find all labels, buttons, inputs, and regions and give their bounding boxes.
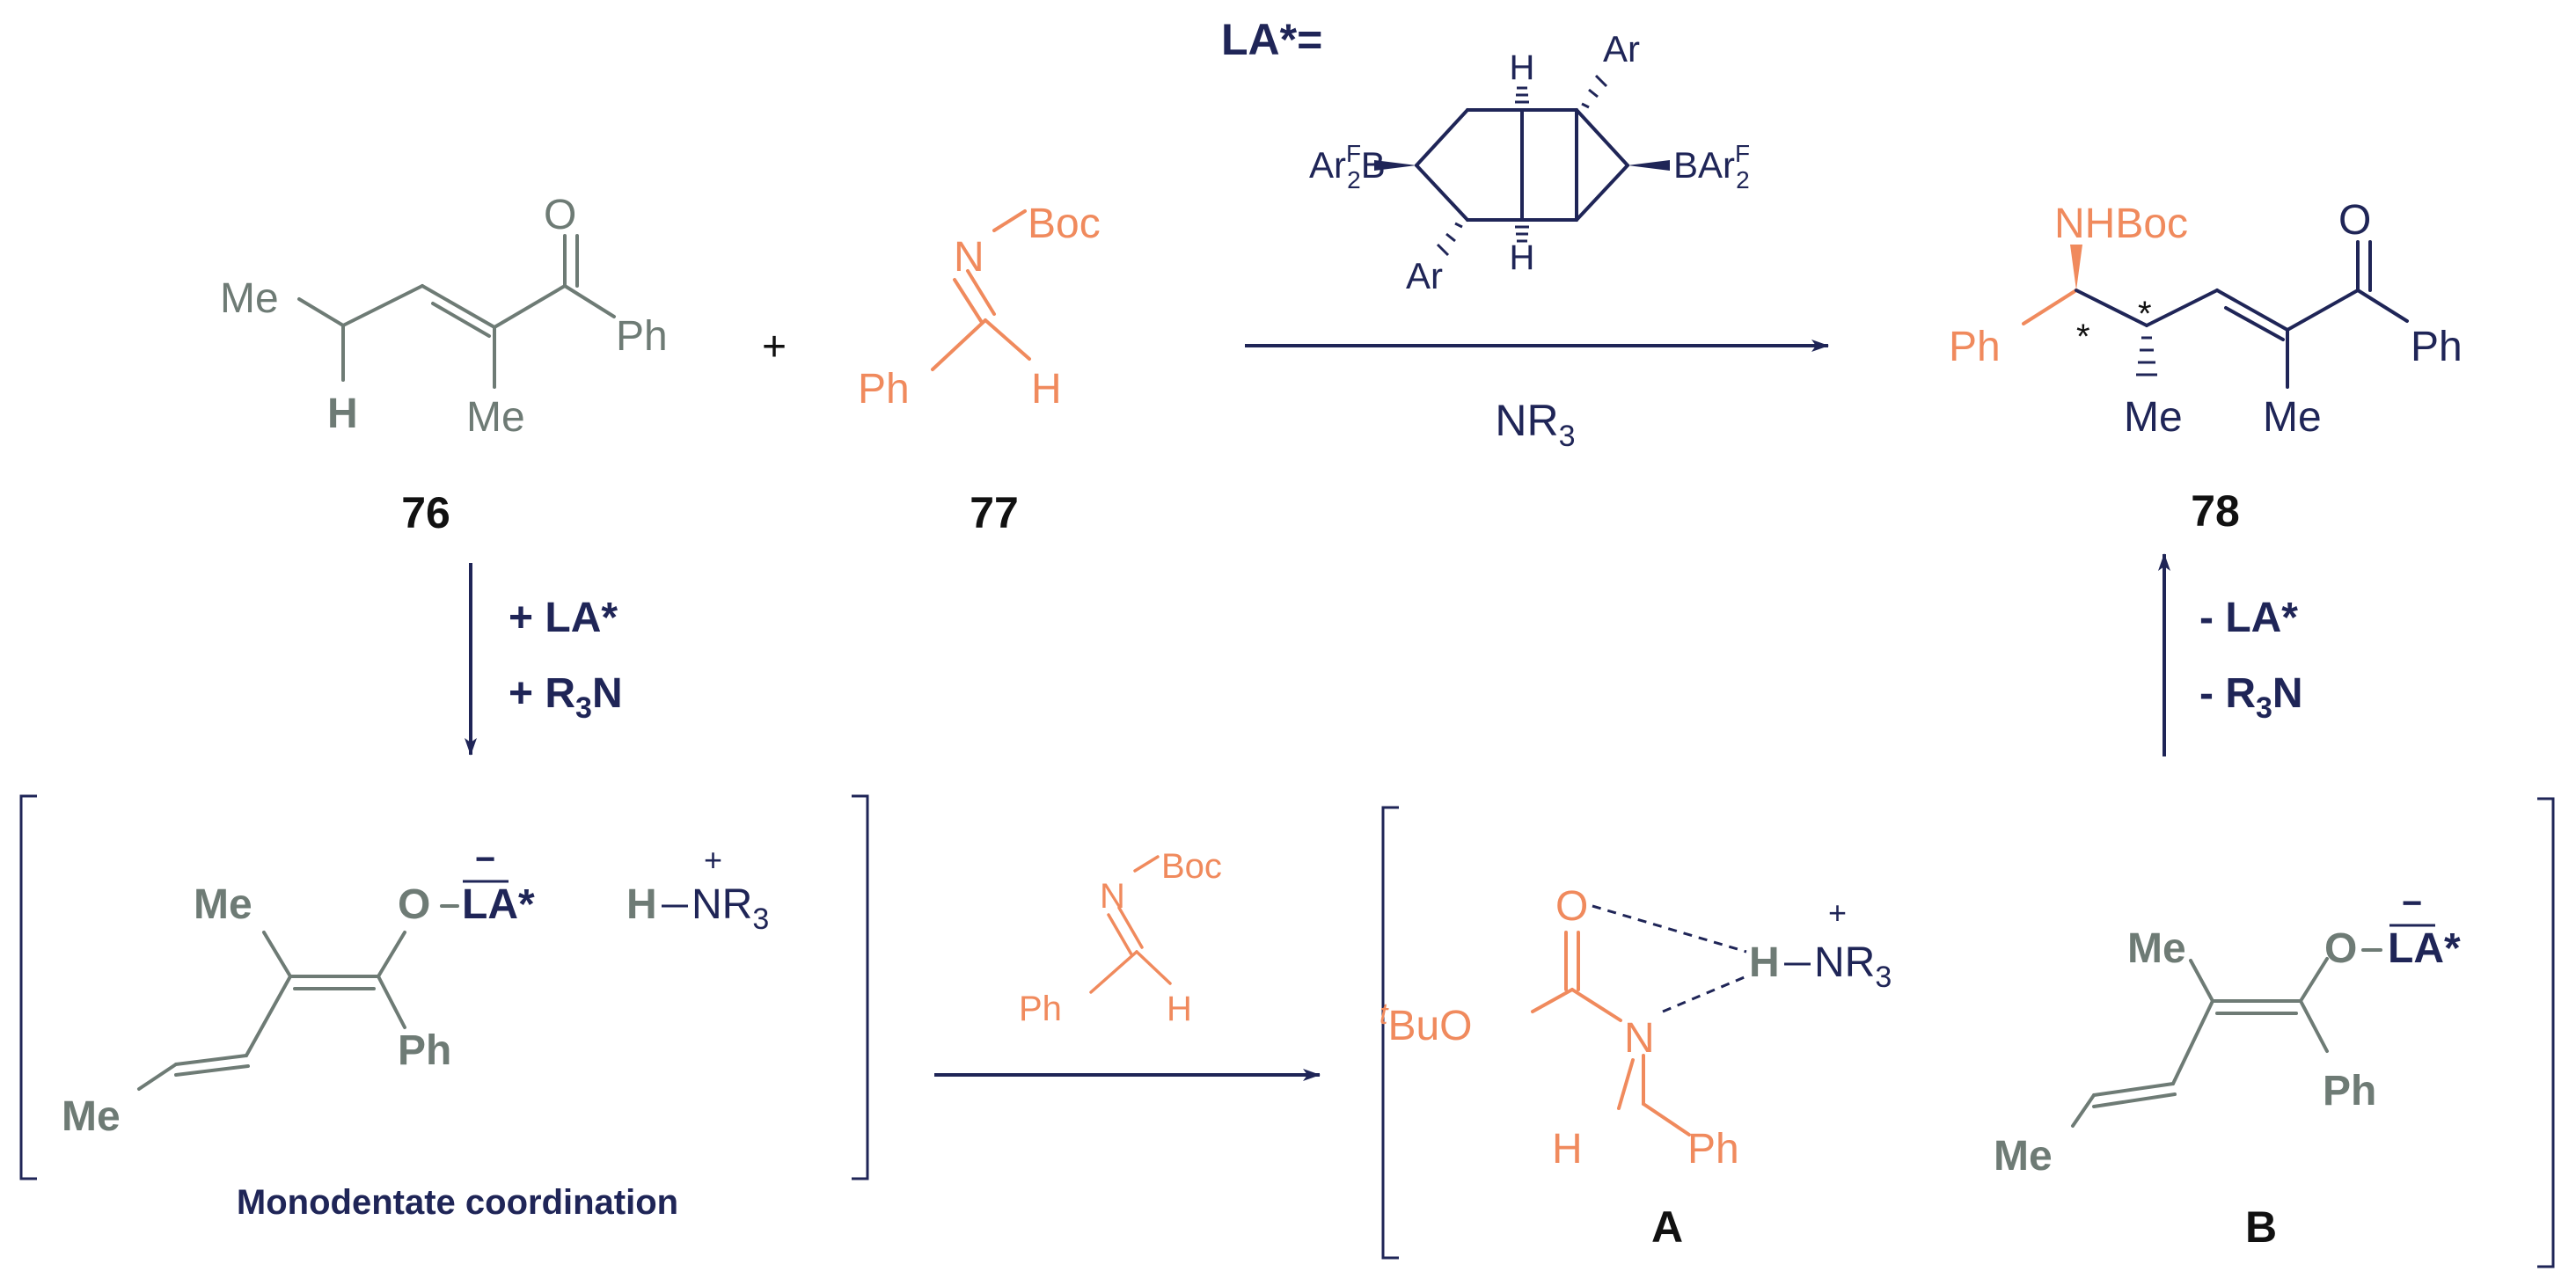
compound-77: N Boc Ph H 77	[858, 201, 1101, 537]
c77-H: H	[1031, 366, 1062, 413]
plus-sign: +	[762, 324, 787, 370]
catalyst-structure: LA*=	[1221, 15, 1750, 296]
c76-O: O	[544, 192, 576, 238]
catalyst-label: LA*=	[1221, 15, 1322, 64]
c78-NHBoc: NHBoc	[2054, 201, 2188, 247]
int-left-caption: Monodentate coordination	[237, 1183, 678, 1222]
int-left-H: H	[626, 881, 657, 928]
c77-Ph: Ph	[858, 366, 910, 413]
c78-star-2: *	[2138, 295, 2152, 333]
c78-number: 78	[2191, 486, 2240, 536]
intermediates-A-B: O tBuO N H Ph H + NR3 A	[1379, 797, 2555, 1268]
right-up-arrow: - LA* - R3N	[2158, 553, 2303, 756]
int-A-label: A	[1651, 1202, 1683, 1252]
top-reaction-arrow: NR3	[1245, 340, 1829, 453]
c76-H: H	[327, 391, 358, 437]
right-arrow-line2: - R3N	[2199, 670, 2303, 725]
c76-Ph: Ph	[616, 313, 668, 360]
right-arrow-line1: - LA*	[2199, 595, 2298, 641]
int-B-Ph: Ph	[2323, 1068, 2376, 1114]
left-arrow-line1: + LA*	[509, 595, 618, 641]
int-left-Me-top: Me	[194, 881, 252, 928]
catalyst-Ar-top: Ar	[1603, 28, 1640, 69]
c77-N: N	[954, 234, 984, 281]
c78-O: O	[2338, 197, 2371, 244]
int-left-LA: LA*	[462, 881, 535, 928]
c76-Me-bottom: Me	[466, 394, 525, 441]
int-B-label: B	[2245, 1202, 2277, 1252]
intermediate-monodentate: Me O − LA* H + NR3 Ph Me Monodentate coo…	[19, 794, 869, 1222]
catalyst-H-top: H	[1510, 48, 1535, 87]
compound-78: NHBoc Ph * * Me Me O Ph 78	[1949, 197, 2463, 536]
mid-imine-N: N	[1100, 877, 1125, 916]
int-B-Me-bottom: Me	[1994, 1133, 2053, 1180]
mid-imine-Ph: Ph	[1019, 990, 1062, 1028]
c77-number: 77	[970, 488, 1019, 537]
c78-star-1: *	[2076, 318, 2090, 356]
int-B-O: O	[2324, 925, 2357, 972]
intermediate-A: O tBuO N H Ph H + NR3 A	[1379, 883, 1892, 1252]
int-B-Me-top: Me	[2127, 925, 2186, 972]
int-left-minus: −	[475, 840, 495, 879]
int-A-plus: +	[1828, 895, 1847, 931]
catalyst-H-bottom: H	[1510, 238, 1535, 277]
c77-Boc: Boc	[1028, 201, 1101, 247]
c76-number: 76	[401, 488, 450, 537]
c76-Me-left: Me	[220, 275, 279, 322]
int-B-minus: −	[2402, 884, 2422, 923]
top-arrow-reagent: NR3	[1495, 396, 1575, 453]
int-A-N: N	[1624, 1015, 1655, 1062]
int-A-tBuO: tBuO	[1379, 997, 1473, 1049]
c78-Me-2: Me	[2263, 394, 2322, 441]
mid-imine-Boc: Boc	[1161, 847, 1222, 886]
int-left-plus: +	[704, 842, 722, 878]
catalyst-Ar-bottom: Ar	[1406, 255, 1443, 296]
int-A-NR3: NR3	[1814, 939, 1892, 994]
int-left-NR3: NR3	[692, 881, 769, 936]
int-A-H-bottom: H	[1552, 1126, 1583, 1173]
left-arrow-line2: + R3N	[509, 670, 623, 725]
int-A-Ph: Ph	[1687, 1126, 1739, 1173]
int-B-LA: LA*	[2388, 925, 2461, 972]
c78-Ph-right: Ph	[2411, 324, 2463, 370]
int-A-H: H	[1749, 939, 1780, 986]
c78-Ph-left: Ph	[1949, 324, 2001, 370]
int-left-Ph: Ph	[398, 1027, 451, 1074]
intermediate-B: Me O − LA* Ph Me B	[1994, 884, 2461, 1252]
mid-imine-H: H	[1167, 990, 1192, 1028]
middle-reaction-arrow: N Boc Ph H	[934, 847, 1321, 1081]
compound-76: Me H Me O Ph 76	[220, 192, 668, 537]
left-down-arrow: + LA* + R3N	[465, 563, 623, 756]
int-left-O: O	[398, 881, 430, 928]
c78-Me-1: Me	[2124, 394, 2183, 441]
int-A-O: O	[1555, 883, 1588, 930]
int-left-Me-bottom: Me	[62, 1093, 121, 1140]
